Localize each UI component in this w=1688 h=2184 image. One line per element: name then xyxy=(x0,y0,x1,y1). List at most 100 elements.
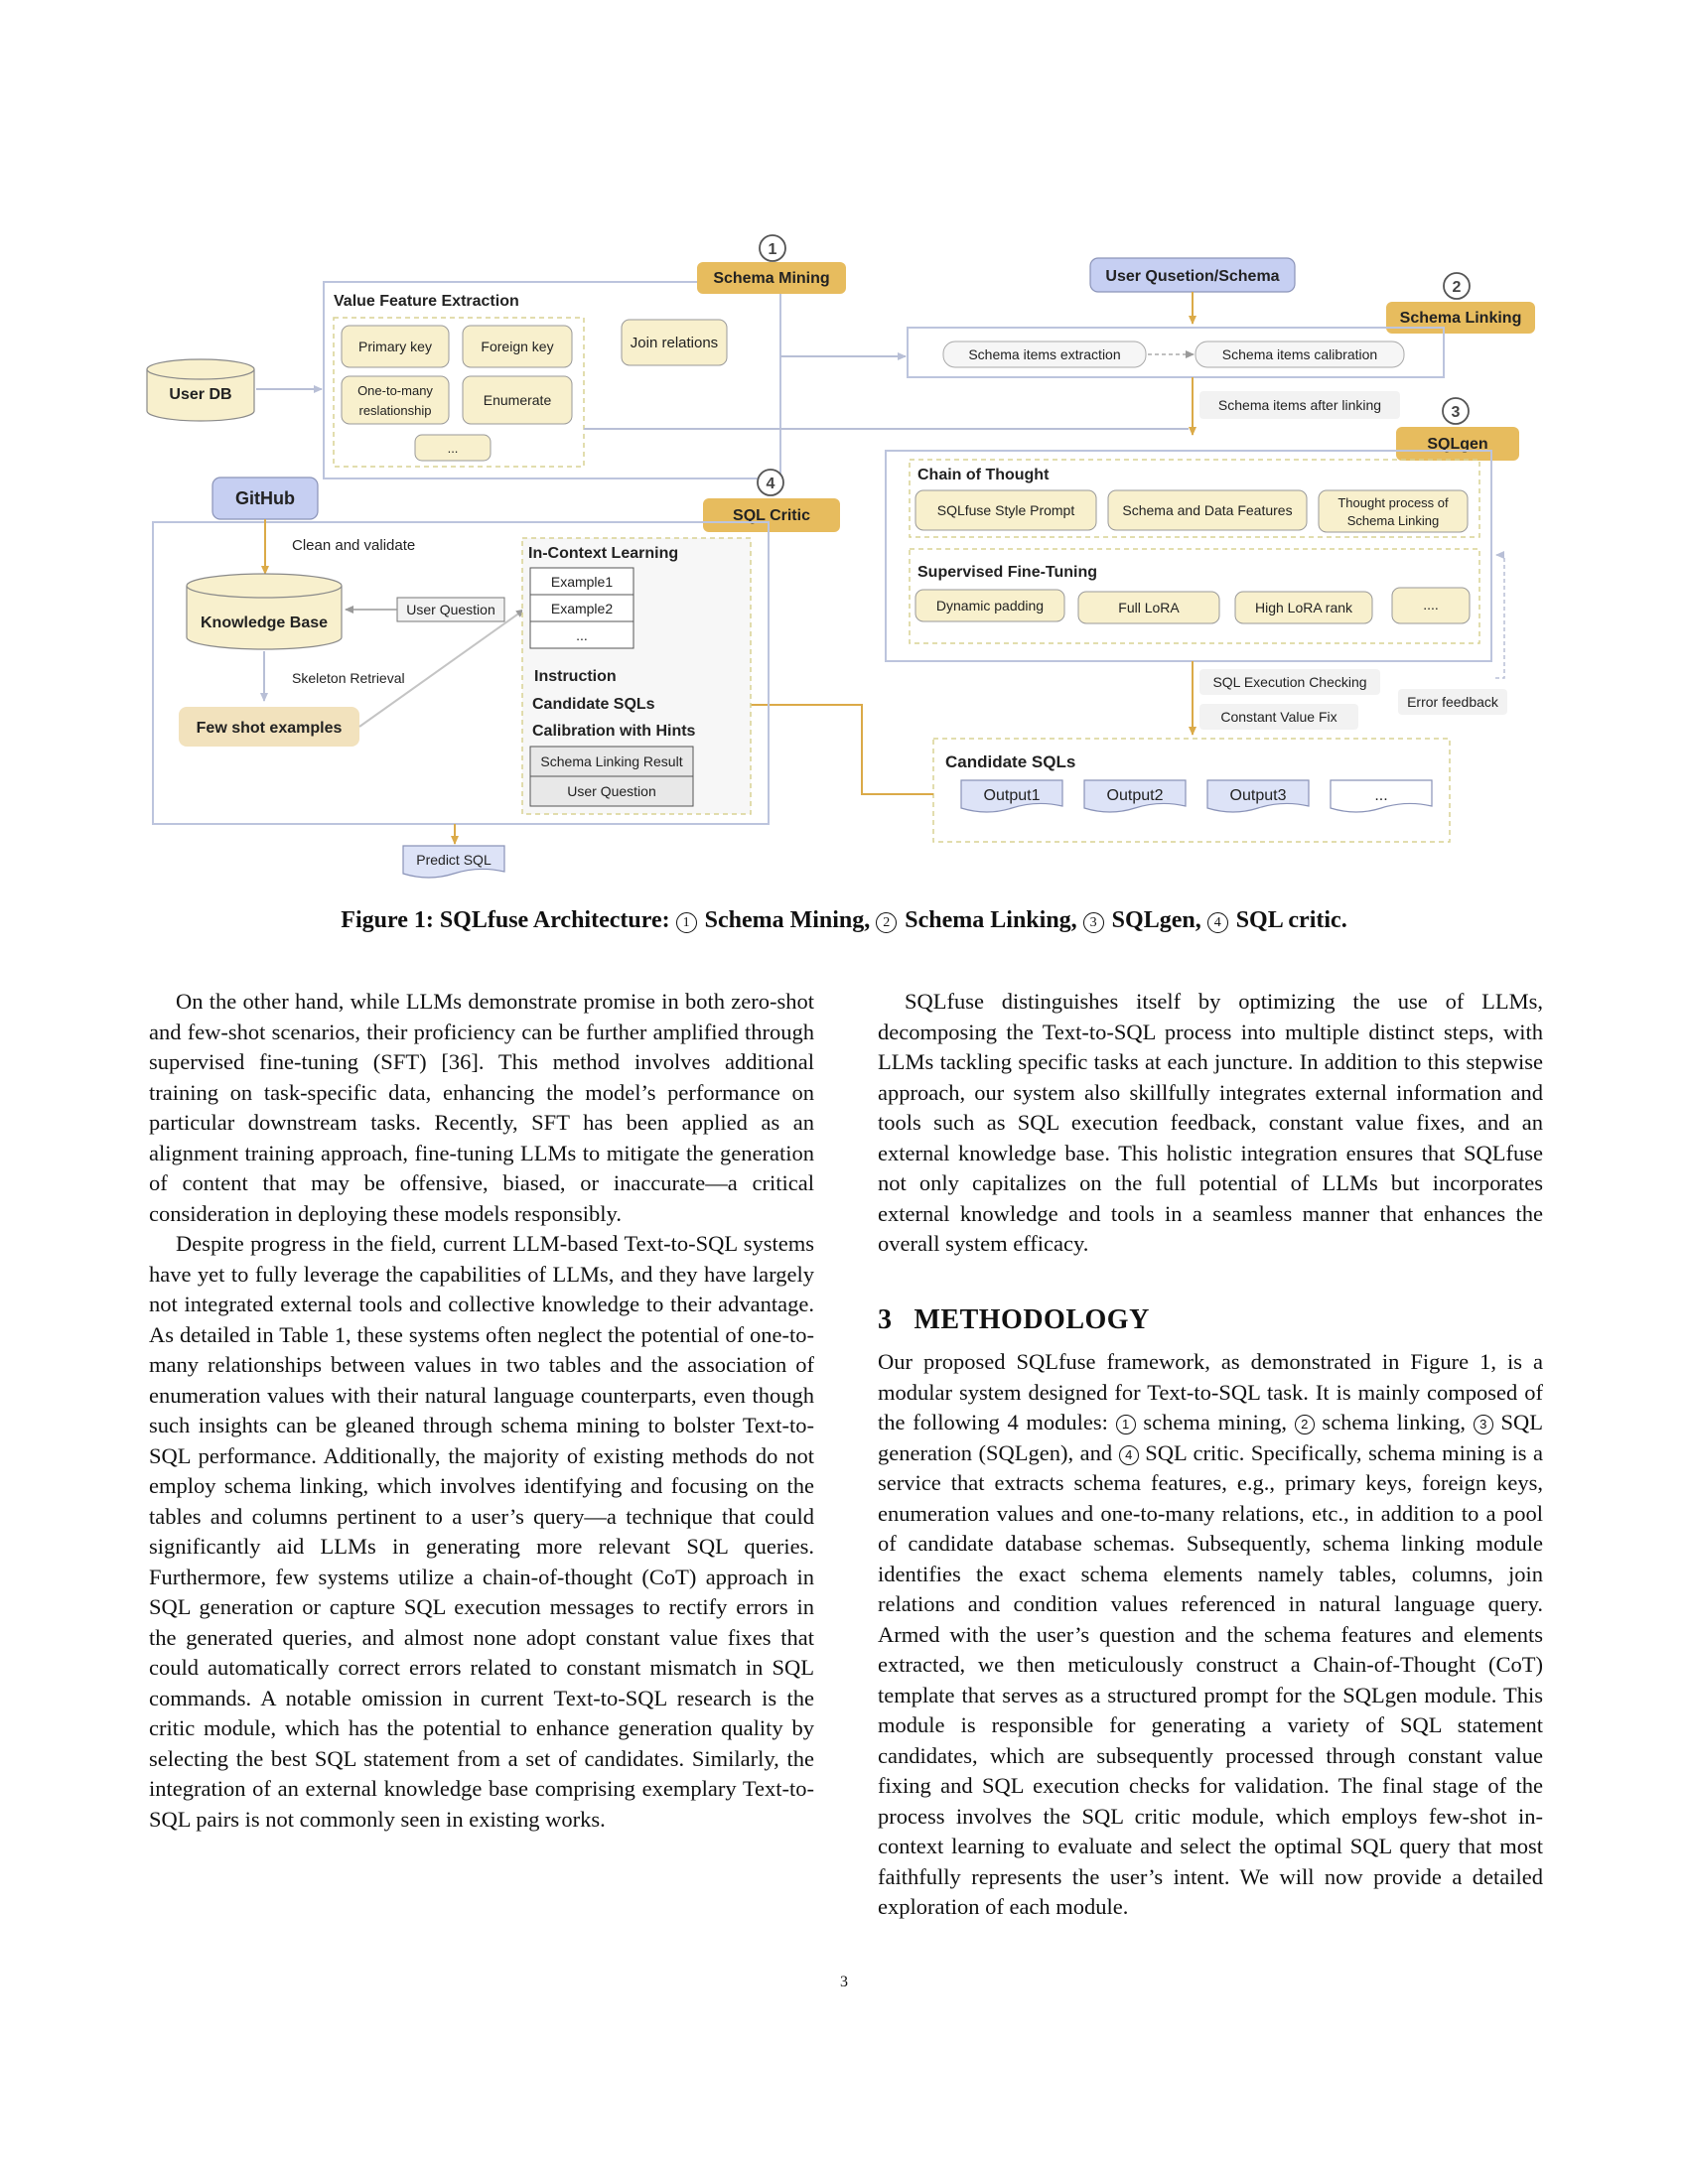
section-title: METHODOLOGY xyxy=(914,1303,1150,1335)
enumerate-box xyxy=(462,375,573,425)
feature-more-label: ... xyxy=(448,441,459,456)
fewshot-to-icl-arrow xyxy=(358,609,525,728)
full-lora-label: Full LoRA xyxy=(1118,600,1180,615)
predict-sql-label: Predict SQL xyxy=(416,852,492,868)
left-paragraph-1: On the other hand, while LLMs demonstrat… xyxy=(149,989,814,1226)
knowledge-base-cylinder xyxy=(186,573,343,650)
constant-value-fix-box xyxy=(1199,704,1358,730)
output3-doc xyxy=(1206,779,1310,813)
skeleton-retrieval-label: Skeleton Retrieval xyxy=(292,670,405,686)
sqlfuse-style-prompt-box xyxy=(914,489,1097,531)
output1-doc xyxy=(960,779,1063,813)
right-column: SQLfuse distinguishes itself by optimizi… xyxy=(878,987,1543,1923)
right-paragraph-1: SQLfuse distinguishes itself by optimizi… xyxy=(878,989,1543,1256)
join-relations-label: Join relations xyxy=(631,335,718,351)
caption-circle-4: 4 xyxy=(1206,912,1228,933)
output3-label: Output3 xyxy=(1230,787,1287,804)
module-marker-2: 2 xyxy=(1294,1415,1315,1434)
schema-linking-frame xyxy=(907,327,1445,378)
feature-dashed-box xyxy=(333,317,585,468)
examples-more-box xyxy=(529,620,634,649)
chain-of-thought-title: Chain of Thought xyxy=(917,467,1050,483)
caption-circle-3: 3 xyxy=(1082,912,1104,933)
step1-number: 1 xyxy=(769,241,777,258)
candidate-sqls-frame xyxy=(932,738,1451,843)
examples-more-label: ... xyxy=(576,627,588,643)
schema-data-features-label: Schema and Data Features xyxy=(1122,502,1292,518)
thought-process-box xyxy=(1318,489,1469,533)
step2-number: 2 xyxy=(1453,279,1462,296)
output2-label: Output2 xyxy=(1107,787,1164,804)
clean-validate-label: Clean and validate xyxy=(292,537,415,554)
sft-title: Supervised Fine-Tuning xyxy=(917,564,1097,581)
knowledge-base-label: Knowledge Base xyxy=(201,614,328,631)
schema-linking-label: Schema Linking xyxy=(1400,310,1522,327)
caption-circle-1: 1 xyxy=(675,912,697,933)
full-lora-box xyxy=(1077,591,1220,624)
one-to-many-box xyxy=(341,375,450,425)
caption-item-3: SQLgen, xyxy=(1111,907,1201,933)
schema-linking-result-label: Schema Linking Result xyxy=(540,753,682,769)
sqlgen-label: SQLgen xyxy=(1427,436,1487,453)
feature-more-box xyxy=(414,434,492,462)
candidates-to-critic-arrow xyxy=(690,701,933,795)
thought-process-line1: Thought process of xyxy=(1337,495,1449,510)
example2-box xyxy=(529,594,634,622)
schema-items-after-linking-label: Schema items after linking xyxy=(1218,397,1381,413)
schema-items-calibration-box xyxy=(1195,341,1405,368)
example1-box xyxy=(529,567,634,596)
error-feedback-arrow xyxy=(1495,551,1505,679)
schema-mining-label-box xyxy=(697,262,846,294)
output-more-doc xyxy=(1330,779,1433,813)
error-feedback-label: Error feedback xyxy=(1407,694,1499,710)
thought-process-line2: Schema Linking xyxy=(1347,513,1440,528)
dynamic-padding-label: Dynamic padding xyxy=(936,598,1044,614)
sqlgen-label-box xyxy=(1396,427,1519,461)
step2-badge xyxy=(1443,272,1471,300)
step3-badge xyxy=(1442,397,1470,425)
primary-key-box xyxy=(341,325,450,368)
constant-value-fix-label: Constant Value Fix xyxy=(1220,709,1336,725)
output1-label: Output1 xyxy=(984,787,1041,804)
step1-badge xyxy=(759,234,786,262)
schema-mining-frame xyxy=(323,281,781,479)
sqlgen-frame xyxy=(885,450,1492,662)
icl-candidate-sqls-label: Candidate SQLs xyxy=(532,696,655,713)
module-marker-3: 3 xyxy=(1473,1415,1493,1434)
sft-more-label: .... xyxy=(1423,597,1439,613)
schema-mining-label: Schema Mining xyxy=(713,270,829,287)
schema-items-extraction-box xyxy=(942,341,1147,368)
sft-more-box xyxy=(1391,587,1471,624)
icl-user-question-label: User Question xyxy=(567,783,655,799)
p2-part-c: schema linking, xyxy=(1314,1410,1474,1434)
caption-item-2: Schema Linking, xyxy=(905,907,1077,933)
step4-number: 4 xyxy=(767,476,775,492)
instruction-label: Instruction xyxy=(534,668,617,685)
schema-items-after-linking-box xyxy=(1199,391,1400,419)
p2-part-d: SQL generation (SQLgen), and xyxy=(878,1410,1543,1465)
user-question-schema-label: User Qusetion/Schema xyxy=(1105,268,1279,285)
schema-items-extraction-label: Schema items extraction xyxy=(968,346,1120,362)
few-shot-examples-label: Few shot examples xyxy=(197,720,343,737)
value-feature-extraction-title: Value Feature Extraction xyxy=(334,293,519,310)
schema-items-calibration-label: Schema items calibration xyxy=(1222,346,1377,362)
figure-caption: Figure 1: SQLfuse Architecture: 1 Schema… xyxy=(0,907,1688,934)
high-lora-rank-label: High LoRA rank xyxy=(1255,600,1353,615)
user-question-label: User Question xyxy=(406,602,494,617)
page-number: 3 xyxy=(840,1974,848,1990)
step4-badge xyxy=(757,469,784,496)
left-column: On the other hand, while LLMs demonstrat… xyxy=(149,987,814,1835)
section-number: 3 xyxy=(878,1303,893,1335)
right-paragraph-2: Our proposed SQLfuse framework, as demon… xyxy=(878,1347,1543,1923)
example1-label: Example1 xyxy=(551,574,613,590)
user-db-cylinder xyxy=(146,358,255,422)
sql-execution-checking-box xyxy=(1199,669,1380,695)
p2-part-a: Our proposed SQLfuse framework, as demon… xyxy=(878,1349,1543,1434)
p2-part-b: schema mining, xyxy=(1135,1410,1295,1434)
sql-critic-label-box xyxy=(703,498,840,532)
sft-dashed xyxy=(909,548,1480,644)
caption-circle-2: 2 xyxy=(876,912,898,933)
architecture-diagram: Value Feature Extraction Primary key For… xyxy=(146,234,1535,879)
one-to-many-line2: reslationship xyxy=(359,403,432,418)
sql-critic-frame xyxy=(152,521,770,825)
